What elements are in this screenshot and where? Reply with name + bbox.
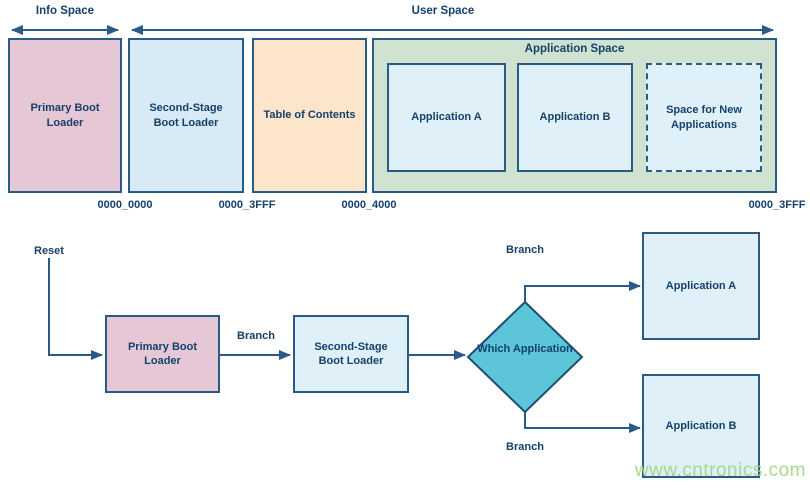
- which-application-label: Which Application: [477, 343, 573, 355]
- second-stage-boot-loader-node: Second-Stage Boot Loader: [293, 315, 409, 393]
- branch-label-1: Branch: [237, 330, 275, 342]
- application-space-label: Application Space: [524, 43, 625, 55]
- address-label-0000-3fff-right: 0000_3FFF: [748, 199, 806, 211]
- space-for-new-applications-block: Space for New Applications: [646, 63, 762, 172]
- reset-label: Reset: [34, 245, 64, 257]
- decision-to-app-b-connector: [524, 411, 641, 433]
- reset-connector: [48, 258, 103, 360]
- second-stage-boot-loader-block: Second-Stage Boot Loader: [128, 38, 244, 193]
- user-space-label: User Space: [411, 5, 475, 17]
- application-a-node: Application A: [642, 232, 760, 340]
- address-label-0000-0000: 0000_0000: [97, 199, 153, 211]
- which-application-diamond: [466, 300, 584, 414]
- primary-boot-loader-block: Primary Boot Loader: [8, 38, 122, 193]
- application-a-block: Application A: [387, 63, 506, 172]
- watermark: www.cntronics.com: [634, 460, 806, 481]
- address-label-0000-4000: 0000_4000: [341, 199, 397, 211]
- branch-label-3: Branch: [506, 441, 544, 453]
- address-label-0000-3fff-left: 0000_3FFF: [218, 199, 276, 211]
- table-of-contents-block: Table of Contents: [252, 38, 367, 193]
- branch-label-2: Branch: [506, 244, 544, 256]
- info-space-label: Info Space: [35, 5, 95, 17]
- application-b-node: Application B: [642, 374, 760, 478]
- application-b-block: Application B: [517, 63, 633, 172]
- primary-boot-loader-node: Primary Boot Loader: [105, 315, 220, 393]
- decision-to-app-a-connector: [524, 281, 641, 303]
